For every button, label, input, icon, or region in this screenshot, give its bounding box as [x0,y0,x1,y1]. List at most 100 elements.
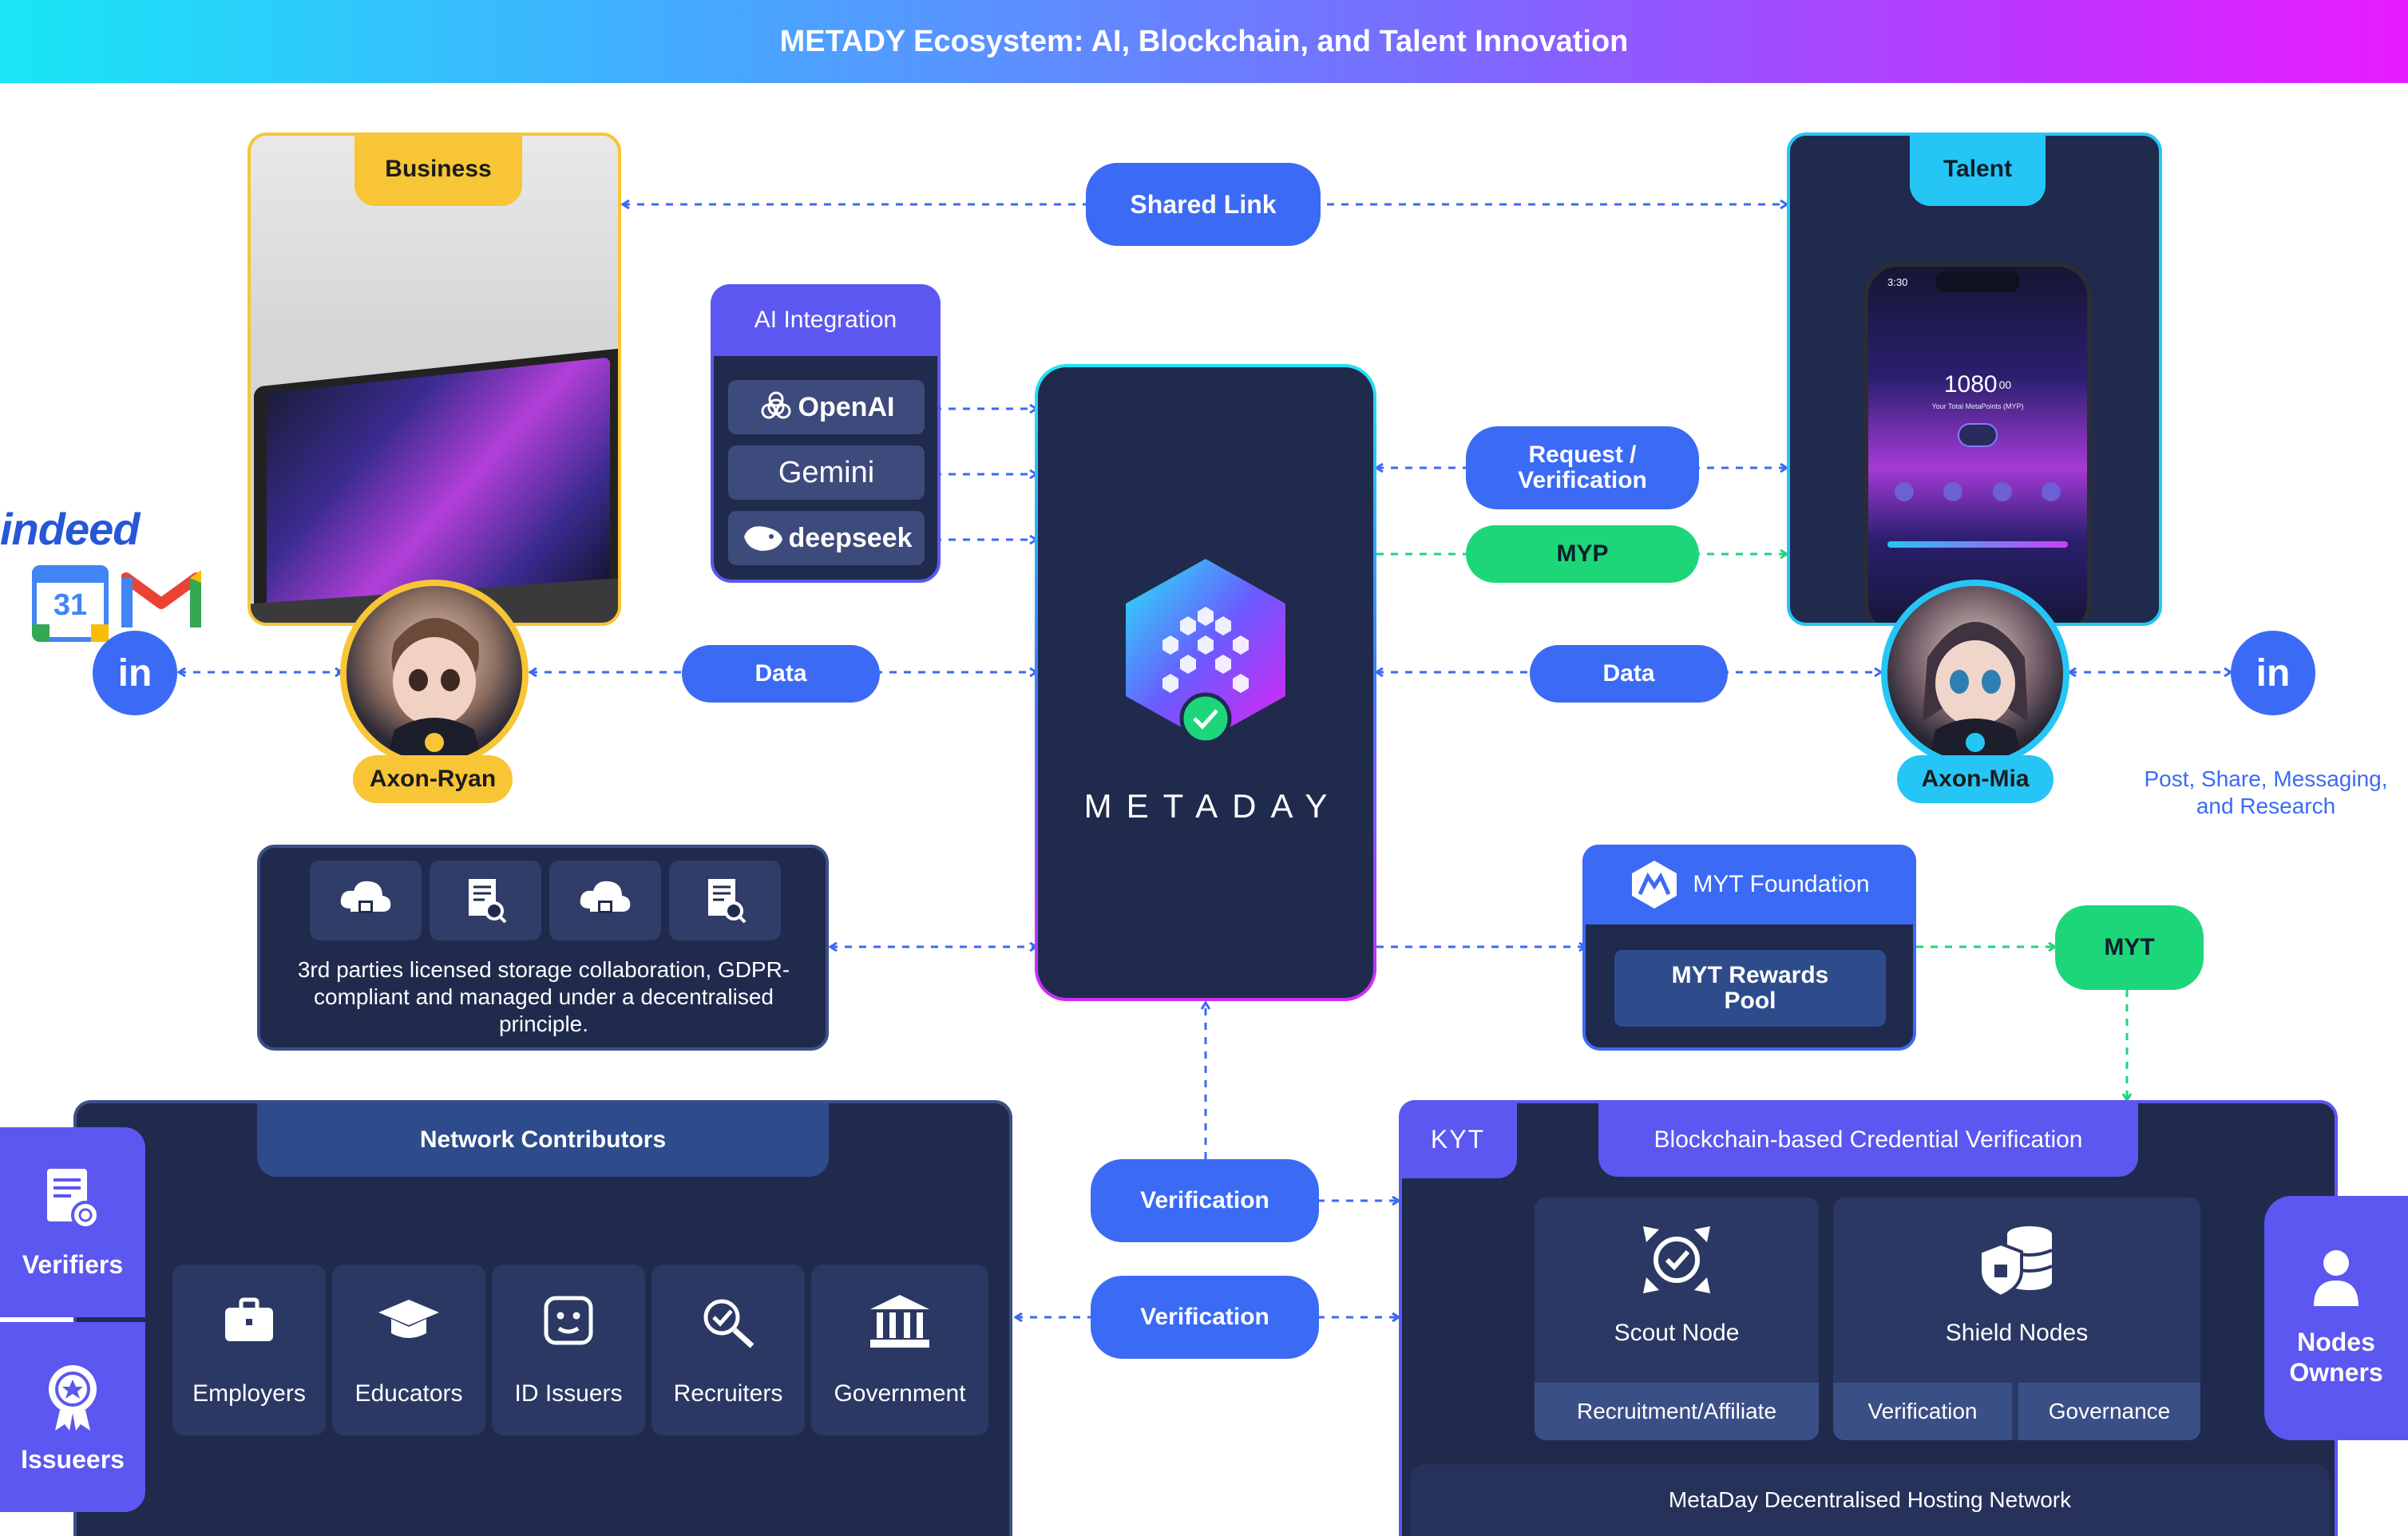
phone-time: 3:30 [1887,276,1908,288]
calendar-day: 31 [53,588,88,622]
data-right-pill[interactable]: Data [1530,645,1728,703]
storage-panel: 3rd parties licensed storage collaborati… [257,845,829,1051]
myt-foundation-header: MYT Foundation [1582,845,1916,924]
title-bar: METADY Ecosystem: AI, Blockchain, and Ta… [0,0,2408,83]
scout-node-card[interactable]: Scout Node Recruitment/Affiliate [1535,1198,1819,1440]
verifiers-label: Verifiers [22,1249,124,1279]
ai-integration-panel: AI Integration OpenAI Gemini deepseek [711,284,941,583]
linkedin-left-icon[interactable]: in [93,631,177,715]
document-search-icon [430,861,541,940]
gemini-button[interactable]: Gemini [728,445,925,500]
axon-mia-name: Axon-Mia [1921,766,2030,792]
phone-subtitle: Your Total MetaPoints (MYP) [1931,402,2024,410]
issueers-tab[interactable]: Issueers [0,1322,145,1512]
scout-node-sub: Recruitment/Affiliate [1535,1383,1819,1440]
verifiers-tab[interactable]: Verifiers [0,1127,145,1317]
ai-integration-header: AI Integration [711,284,941,356]
briefcase-icon [225,1297,273,1341]
verification-pill-2[interactable]: Verification [1091,1276,1319,1359]
business-tag-label: Business [385,156,492,182]
phone-points-suffix: 00 [1998,378,2012,391]
network-contributors-panel: Network Contributors Employers Educators… [73,1100,1012,1536]
face-id-icon [544,1296,593,1345]
myt-foundation-label: MYT Foundation [1693,871,1870,897]
contributor-recruiters[interactable]: Recruiters [652,1265,805,1435]
contributor-government[interactable]: Government [811,1265,988,1435]
government-label: Government [834,1380,966,1407]
network-contributors-header: Network Contributors [257,1103,829,1177]
employers-label: Employers [192,1380,306,1407]
scout-node-label: Scout Node [1614,1320,1740,1346]
verification-2-label: Verification [1140,1304,1269,1330]
target-check-icon [1643,1226,1710,1293]
talent-tag: Talent [1910,136,2046,206]
myt-pill[interactable]: MYT [2055,905,2204,990]
cloud-storage-icon-2 [549,861,661,940]
myp-pill[interactable]: MYP [1466,525,1699,583]
axon-mia-tag: Axon-Mia [1897,755,2054,803]
data-right-label: Data [1602,660,1655,687]
indeed-logo: indeed [0,504,140,554]
graduation-cap-icon [378,1300,439,1338]
certificate-icon [47,1168,100,1229]
myt-logo-icon [1632,861,1677,909]
page-title: METADY Ecosystem: AI, Blockchain, and Ta… [779,24,1629,58]
shield-database-icon [1978,1226,2053,1299]
shield-verification-sub: Verification [1833,1383,2012,1440]
verification-1-label: Verification [1140,1187,1269,1213]
openai-label: OpenAI [798,391,895,422]
business-card: Business [248,133,621,626]
verification-pill-1[interactable]: Verification [1091,1159,1319,1242]
document-search-icon-2 [669,861,781,940]
deepseek-label: deepseek [788,522,913,553]
award-icon [49,1364,97,1431]
blockchain-header: Blockchain-based Credential Verification [1598,1103,2138,1177]
myp-label: MYP [1556,540,1609,567]
laptop-image [251,255,618,623]
data-left-pill[interactable]: Data [682,645,880,703]
myt-foundation-panel: MYT Foundation MYT Rewards Pool [1582,845,1916,1051]
deepseek-whale-icon [743,526,782,551]
linkedin-caption: Post, Share, Messaging, and Research [2144,766,2388,818]
contributor-educators[interactable]: Educators [332,1265,485,1435]
contributor-employers[interactable]: Employers [172,1265,326,1435]
openai-button[interactable]: OpenAI [728,380,925,434]
badge-search-icon [703,1299,754,1348]
user-icon [2314,1250,2358,1306]
linkedin-right-icon[interactable]: in [2231,631,2315,715]
metaday-center-card: METADAY [1035,364,1376,1001]
cloud-storage-icon [310,861,422,940]
shield-governance-sub: Governance [2018,1383,2200,1440]
axon-mia-avatar [1881,580,2069,768]
request-verification-pill[interactable]: Request / Verification [1466,426,1699,509]
deepseek-button[interactable]: deepseek [728,511,925,565]
ai-header-label: AI Integration [754,307,897,333]
hosting-network-footer: MetaDay Decentralised Hosting Network [1410,1464,2330,1536]
avatar-mia-face [1923,622,2028,762]
gemini-label: Gemini [778,455,875,489]
shared-link-pill[interactable]: Shared Link [1086,163,1321,246]
id-issuers-label: ID Issuers [514,1380,623,1407]
bank-icon [870,1295,929,1348]
blockchain-panel: KYT Blockchain-based Credential Verifica… [1399,1100,2338,1536]
talent-tag-label: Talent [1943,156,2013,182]
axon-ryan-name: Axon-Ryan [369,766,497,792]
contributor-id-issuers[interactable]: ID Issuers [492,1265,645,1435]
kyt-tag: KYT [1399,1100,1517,1178]
openai-icon [761,391,791,419]
calendar-icon: 31 [32,565,109,642]
business-tag: Business [354,136,522,206]
nodes-owners-tab[interactable]: Nodes Owners [2264,1196,2408,1440]
storage-text: 3rd parties licensed storage collaborati… [297,957,790,1036]
shield-nodes-card[interactable]: Shield Nodes Verification Governance [1833,1198,2200,1440]
nodes-owners-label: Nodes Owners [2289,1328,2383,1387]
shield-nodes-label: Shield Nodes [1945,1320,2089,1346]
issueers-label: Issueers [21,1444,125,1474]
avatar-ryan-face [386,618,482,762]
myt-rewards-pool: MYT Rewards Pool [1614,950,1886,1027]
phone-gem [1958,423,1998,447]
data-left-label: Data [754,660,807,687]
